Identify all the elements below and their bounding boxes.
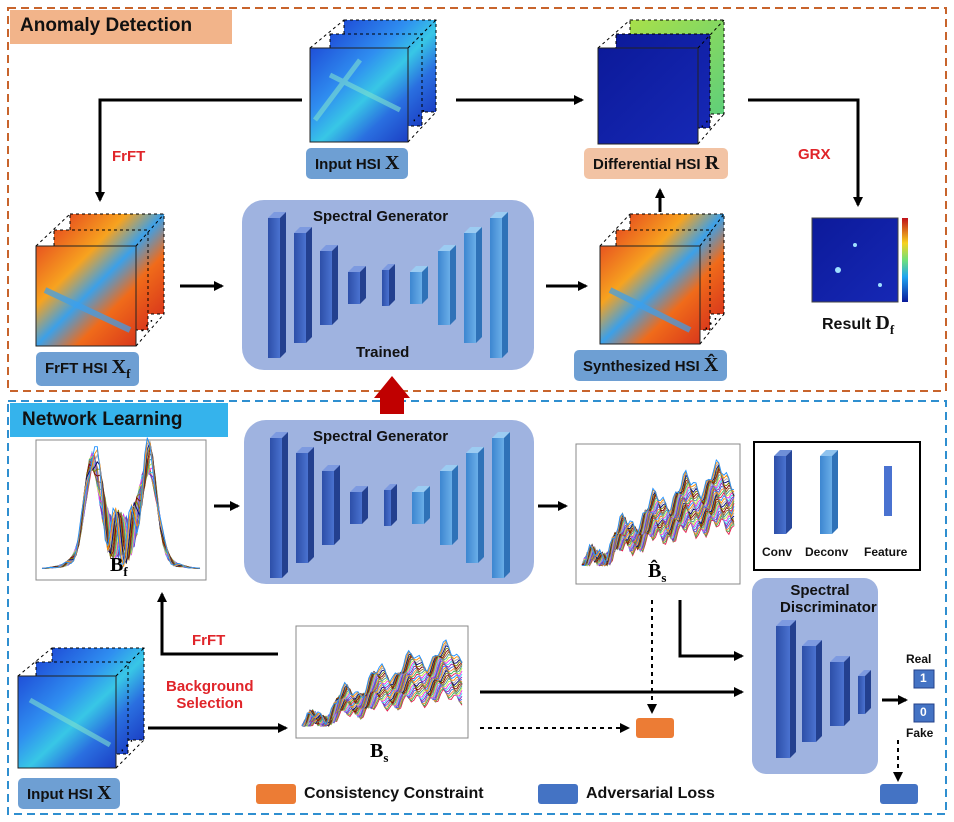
legend-adversarial-swatch <box>538 784 578 804</box>
genBot-layer-2 <box>322 465 340 545</box>
disc-layer-0 <box>776 620 796 758</box>
plotBshat-curve <box>581 484 735 566</box>
legend-adversarial-label: Adversarial Loss <box>586 785 715 802</box>
genTop-layer-0 <box>268 212 286 358</box>
genTop-layer-6 <box>438 245 456 325</box>
spectral-generator-trained-layers <box>268 212 508 358</box>
plotBshat-curve <box>582 458 735 567</box>
plotBshat-curve <box>581 482 735 566</box>
legend-consistency-label: Consistency Constraint <box>304 785 484 802</box>
synthesized-hsi-cube: ⋰ <box>599 213 725 345</box>
svg-text:⋰: ⋰ <box>704 316 718 332</box>
network-learning-frame <box>7 400 947 815</box>
differential-hsi-cube: ⋰ <box>597 19 725 145</box>
fake-label: Fake <box>906 726 934 740</box>
fake-value: 0 <box>920 705 927 719</box>
grx-label: GRX <box>798 146 831 163</box>
real-value: 1 <box>920 671 927 685</box>
adversarial-loss-block <box>880 784 918 804</box>
genTop-layer-3 <box>348 266 366 304</box>
svg-text:⋰: ⋰ <box>700 114 714 130</box>
spectral-discriminator-title: Spectral Discriminator <box>780 582 877 616</box>
background-selection-label: Background Selection <box>166 678 254 712</box>
bs-spectral-curves <box>301 639 463 727</box>
genTop-layer-8 <box>490 212 508 358</box>
genBot-layer-0 <box>270 432 288 578</box>
genBot-layer-1 <box>296 447 314 563</box>
anomaly-detection-title: Anomaly Detection <box>20 15 193 36</box>
genBot-layer-8 <box>492 432 510 578</box>
key-conv-slab <box>774 450 792 534</box>
bs-label: Bs <box>370 740 389 765</box>
svg-text:⋰: ⋰ <box>412 108 426 124</box>
real-output-box <box>913 669 935 689</box>
consistency-loss-block <box>636 718 674 738</box>
legend-consistency-swatch <box>256 784 296 804</box>
frft-bottom-label: FrFT <box>192 632 226 649</box>
key-feature-label: Feature <box>864 545 908 559</box>
genBot-layer-4 <box>384 484 397 526</box>
frft-hsi-label: FrFT HSI Xf <box>36 352 140 386</box>
svg-text:⋰: ⋰ <box>140 318 154 334</box>
trained-up-arrow <box>374 376 410 414</box>
key-feature-slab <box>884 466 892 516</box>
spectral-generator-layers <box>270 432 510 578</box>
anomaly-detection-frame <box>7 7 947 392</box>
spectral-generator-trained-title: Spectral Generator <box>313 208 449 225</box>
trained-label: Trained <box>356 344 410 361</box>
arrow-input-to-frft <box>95 98 302 202</box>
result-map <box>811 217 908 303</box>
genBot-layer-6 <box>440 465 458 545</box>
genTop-layer-2 <box>320 245 338 325</box>
genBot-layer-5 <box>412 486 430 524</box>
genTop-layer-5 <box>410 266 428 304</box>
input-hsi-bottom-label: Input HSI X <box>18 778 121 809</box>
spectral-generator-title: Spectral Generator <box>313 428 449 445</box>
disc-layer-1 <box>802 640 822 742</box>
bshat-label: B̂s <box>648 560 667 585</box>
plotBs-curve <box>301 639 463 727</box>
genBot-layer-3 <box>350 486 368 524</box>
synthesized-hsi-label: Synthesized HSI X̂ <box>574 350 728 381</box>
key-conv-label: Conv <box>762 545 792 559</box>
real-label: Real <box>906 652 932 666</box>
arrow-differential-to-result <box>748 98 863 207</box>
genTop-layer-4 <box>382 264 395 306</box>
plotBf-curve <box>41 437 201 569</box>
input-hsi-cube-bottom: ⋰ <box>17 647 145 769</box>
genTop-layer-7 <box>464 227 482 343</box>
input-hsi-label: Input HSI X <box>306 148 409 179</box>
key-deconv-label: Deconv <box>805 545 849 559</box>
arrow-frft-to-bf <box>157 592 278 656</box>
anomaly-detection-title-bg <box>10 10 232 44</box>
differential-hsi-label: Differential HSI R <box>584 148 729 179</box>
network-learning-title-bg <box>10 403 228 437</box>
network-learning-title: Network Learning <box>22 409 183 430</box>
spectral-discriminator-layers <box>776 620 871 758</box>
genBot-layer-7 <box>466 447 484 563</box>
arrow-bshat-to-discriminator <box>678 600 744 661</box>
svg-text:⋰: ⋰ <box>120 738 134 754</box>
key-deconv-slab <box>820 450 838 534</box>
genTop-layer-1 <box>294 227 312 343</box>
fake-output-box <box>913 703 935 723</box>
disc-layer-2 <box>830 656 850 726</box>
bshat-spectral-curves <box>581 458 735 567</box>
bf-label: Bf <box>110 554 128 579</box>
bf-spectral-curves <box>41 437 201 569</box>
result-label: Result Df <box>822 312 895 337</box>
frft-top-label: FrFT <box>112 148 146 165</box>
frft-hsi-cube: ⋰ <box>35 213 165 347</box>
disc-layer-3 <box>858 670 871 714</box>
input-hsi-cube-top: ⋰ <box>309 19 437 143</box>
